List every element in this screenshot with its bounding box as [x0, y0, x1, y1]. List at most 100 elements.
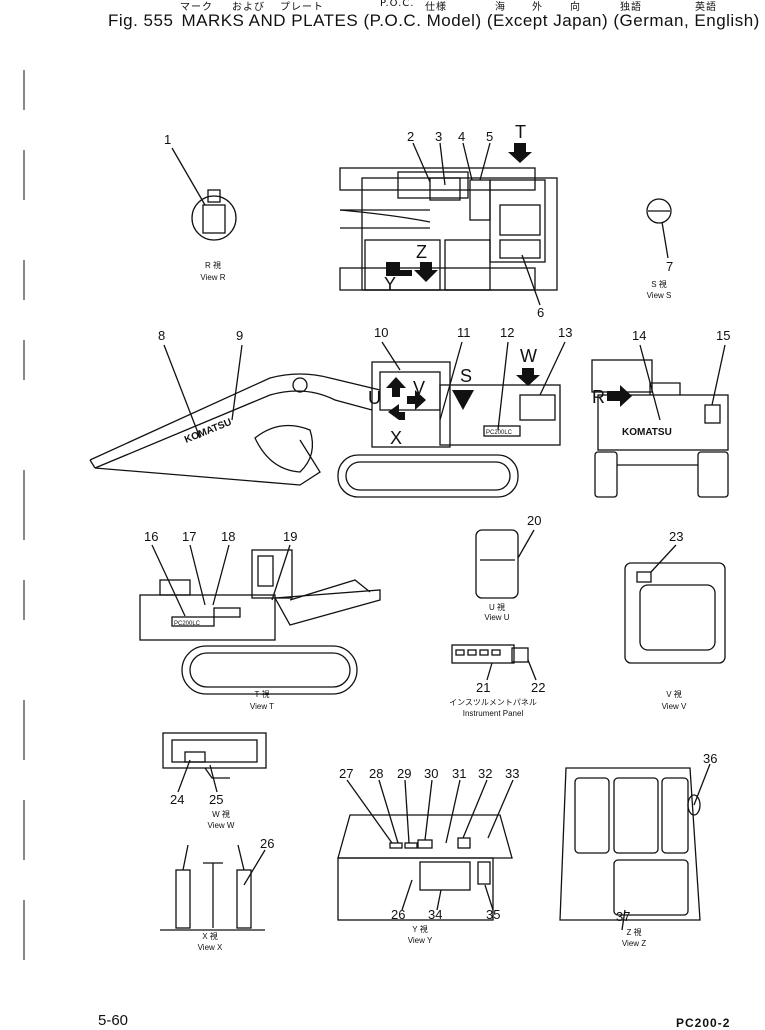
view-u-en: View U [484, 613, 509, 622]
callout-19: 19 [283, 529, 297, 544]
view-z-en: View Z [622, 939, 646, 948]
arrow-x [388, 404, 405, 420]
callout-1: 1 [164, 132, 171, 147]
jp-word: 海 [495, 2, 506, 13]
jp-word: および [232, 2, 265, 13]
model-code: PC200-2 [676, 1016, 731, 1030]
view-v-sketch [624, 544, 726, 664]
arrow-r [607, 385, 632, 407]
direction-arrows [386, 143, 632, 420]
view-y-sketch [337, 779, 514, 921]
callout-33: 33 [505, 766, 519, 781]
letter-s: S [460, 366, 472, 386]
callout-24: 24 [170, 792, 184, 807]
view-u-sketch [475, 529, 535, 599]
view-v-en: View V [662, 702, 687, 711]
view-w-sketch [162, 732, 267, 793]
callout-35: 35 [486, 907, 500, 922]
letter-z: Z [416, 242, 427, 262]
arrow-y [386, 262, 412, 276]
jp-word: 向 [570, 2, 581, 13]
callout-26: 26 [260, 836, 274, 851]
jp-word: 英語 [695, 2, 717, 13]
view-r-en: View R [200, 273, 225, 282]
callout-3: 3 [435, 129, 442, 144]
arrow-s [452, 390, 474, 410]
callout-4: 4 [458, 129, 465, 144]
jp-word: P.O.C. [380, 0, 415, 9]
callout-28: 28 [369, 766, 383, 781]
view-x-en: View X [198, 943, 223, 952]
side-view-sketch [89, 341, 566, 498]
page-number: 5-60 [98, 1012, 129, 1029]
instrument-panel-sketch [451, 644, 537, 681]
view-v-jp: V 視 [666, 690, 682, 699]
callout-37: 37 [616, 909, 630, 924]
callout-numbers: 1 2 3 4 5 6 7 8 9 10 11 12 13 14 15 16 1… [144, 129, 730, 924]
arrow-w [516, 368, 540, 386]
jp-word: マーク [180, 2, 213, 13]
callout-32: 32 [478, 766, 492, 781]
callout-31: 31 [452, 766, 466, 781]
view-t-sketch [139, 544, 381, 695]
callout-27: 27 [339, 766, 353, 781]
letter-t: T [515, 122, 526, 142]
callout-12: 12 [500, 325, 514, 340]
view-t-jp: T 視 [255, 690, 270, 699]
view-w-en: View W [208, 821, 235, 830]
callout-8: 8 [158, 328, 165, 343]
japanese-title: マーク および プレート P.O.C. 仕様 海 外 向 独語 英語 [150, 0, 760, 13]
view-t-en: View T [250, 702, 274, 711]
letter-y: Y [384, 274, 396, 294]
view-s-jp: S 視 [651, 280, 667, 289]
letter-u: U [368, 388, 381, 408]
callout-6: 6 [537, 305, 544, 320]
jp-word: 外 [532, 2, 543, 13]
callout-16: 16 [144, 529, 158, 544]
callout-5: 5 [486, 129, 493, 144]
view-x-jp: X 視 [202, 932, 218, 941]
view-w-jp: W 視 [212, 810, 230, 819]
view-z-jp: Z 視 [626, 928, 641, 937]
figure-caption: MARKS AND PLATES (P.O.C. Model) (Except … [181, 11, 760, 30]
callout-30: 30 [424, 766, 438, 781]
callout-23: 23 [669, 529, 683, 544]
view-s-sketch [646, 198, 672, 259]
callout-18: 18 [221, 529, 235, 544]
arrow-letters: T Z Y U V X S W R [368, 122, 605, 448]
figure-title: Fig. 555 MARKS AND PLATES (P.O.C. Model) … [108, 11, 765, 31]
callout-29: 29 [397, 766, 411, 781]
jp-word: 独語 [620, 2, 642, 13]
callout-17: 17 [182, 529, 196, 544]
callout-9: 9 [236, 328, 243, 343]
callout-14: 14 [632, 328, 646, 343]
rear-view-sketch [591, 344, 729, 498]
arrow-z [414, 262, 438, 282]
callout-25: 25 [209, 792, 223, 807]
view-z-sketch [559, 763, 711, 931]
side-model-plate: PC200LC [486, 430, 513, 436]
top-model-plate: PC200LC [174, 621, 201, 627]
callout-10: 10 [374, 325, 388, 340]
figure-number: Fig. 555 [108, 11, 174, 30]
jp-word: プレート [280, 2, 324, 13]
letter-x: X [390, 428, 402, 448]
arrow-u [386, 377, 406, 397]
top-view-sketch [339, 142, 558, 306]
instrument-panel-jp: インスツルメントパネル [449, 698, 537, 707]
callout-2: 2 [407, 129, 414, 144]
letter-r: R [592, 387, 605, 407]
callout-15: 15 [716, 328, 730, 343]
jp-word: 仕様 [425, 2, 447, 13]
callout-13: 13 [558, 325, 572, 340]
callout-11: 11 [457, 325, 471, 340]
letter-w: W [520, 346, 537, 366]
callout-21: 21 [476, 680, 490, 695]
instrument-panel-en: Instrument Panel [463, 709, 524, 718]
callout-22: 22 [531, 680, 545, 695]
view-s-en: View S [647, 291, 672, 300]
arrow-v [407, 390, 426, 410]
view-y-en: View Y [408, 936, 433, 945]
callout-20: 20 [527, 513, 541, 528]
